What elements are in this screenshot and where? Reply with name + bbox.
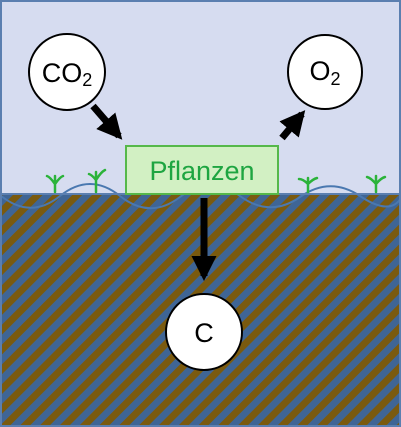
o2-circle [287,34,363,110]
arrow-plants-to-o2 [279,110,306,141]
co2-circle [28,33,106,111]
grass-sprout [87,168,107,194]
grass-sprout [297,176,319,194]
grass-sprout [365,174,387,194]
plants-box: Pflanzen [125,145,279,195]
carbon-label: C [194,318,214,348]
co2-node: CO2 [28,33,106,111]
o2-label: O2 [309,56,340,89]
carbon-circle [165,293,243,371]
o2-node: O2 [287,34,363,110]
co2-label: CO2 [42,58,93,90]
plants-label: Pflanzen [149,156,254,186]
grass-sprouts [45,168,387,194]
carbon-node: C [165,293,243,371]
grass-sprout [45,174,65,194]
arrow-co2-to-plants [90,103,123,140]
plants-box-rect [125,145,279,195]
